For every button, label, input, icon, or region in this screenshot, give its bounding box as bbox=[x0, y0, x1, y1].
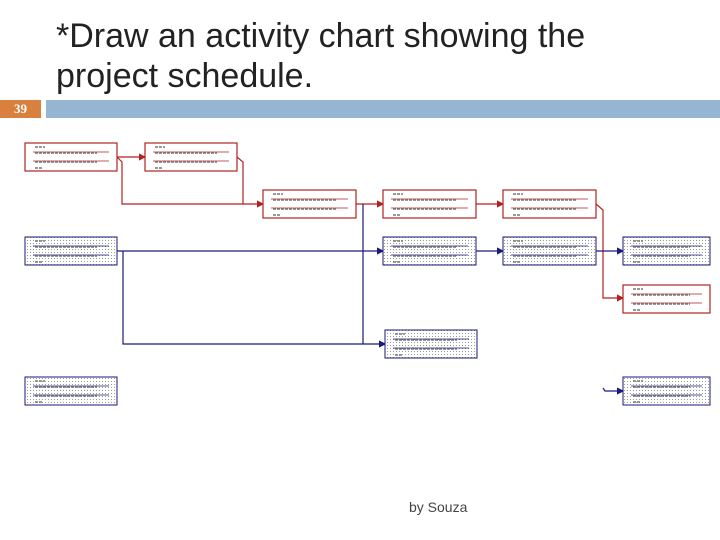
critical-activity-node bbox=[144, 142, 238, 172]
slide-title: *Draw an activity chart showing the proj… bbox=[56, 17, 586, 95]
dependency-arrow bbox=[122, 251, 387, 348]
critical-path-arrow bbox=[236, 156, 244, 204]
critical-activity-node bbox=[24, 142, 118, 172]
critical-activity-node bbox=[382, 189, 477, 219]
critical-path-arrow bbox=[116, 156, 265, 208]
activity-node bbox=[502, 236, 597, 266]
activity-node bbox=[622, 236, 711, 266]
critical-activity-node bbox=[262, 189, 357, 219]
activity-node bbox=[24, 376, 118, 406]
activity-node bbox=[24, 236, 118, 266]
footer-credit: by Souza bbox=[409, 499, 468, 515]
activity-node bbox=[382, 236, 477, 266]
dependency-arrow bbox=[602, 387, 625, 395]
critical-activity-node bbox=[502, 189, 597, 219]
critical-activity-node bbox=[622, 284, 711, 314]
activity-node bbox=[622, 376, 711, 406]
critical-path-arrow bbox=[595, 203, 625, 302]
title-bar bbox=[46, 100, 720, 118]
activity-node bbox=[384, 329, 478, 359]
slide-number: 39 bbox=[0, 100, 41, 118]
